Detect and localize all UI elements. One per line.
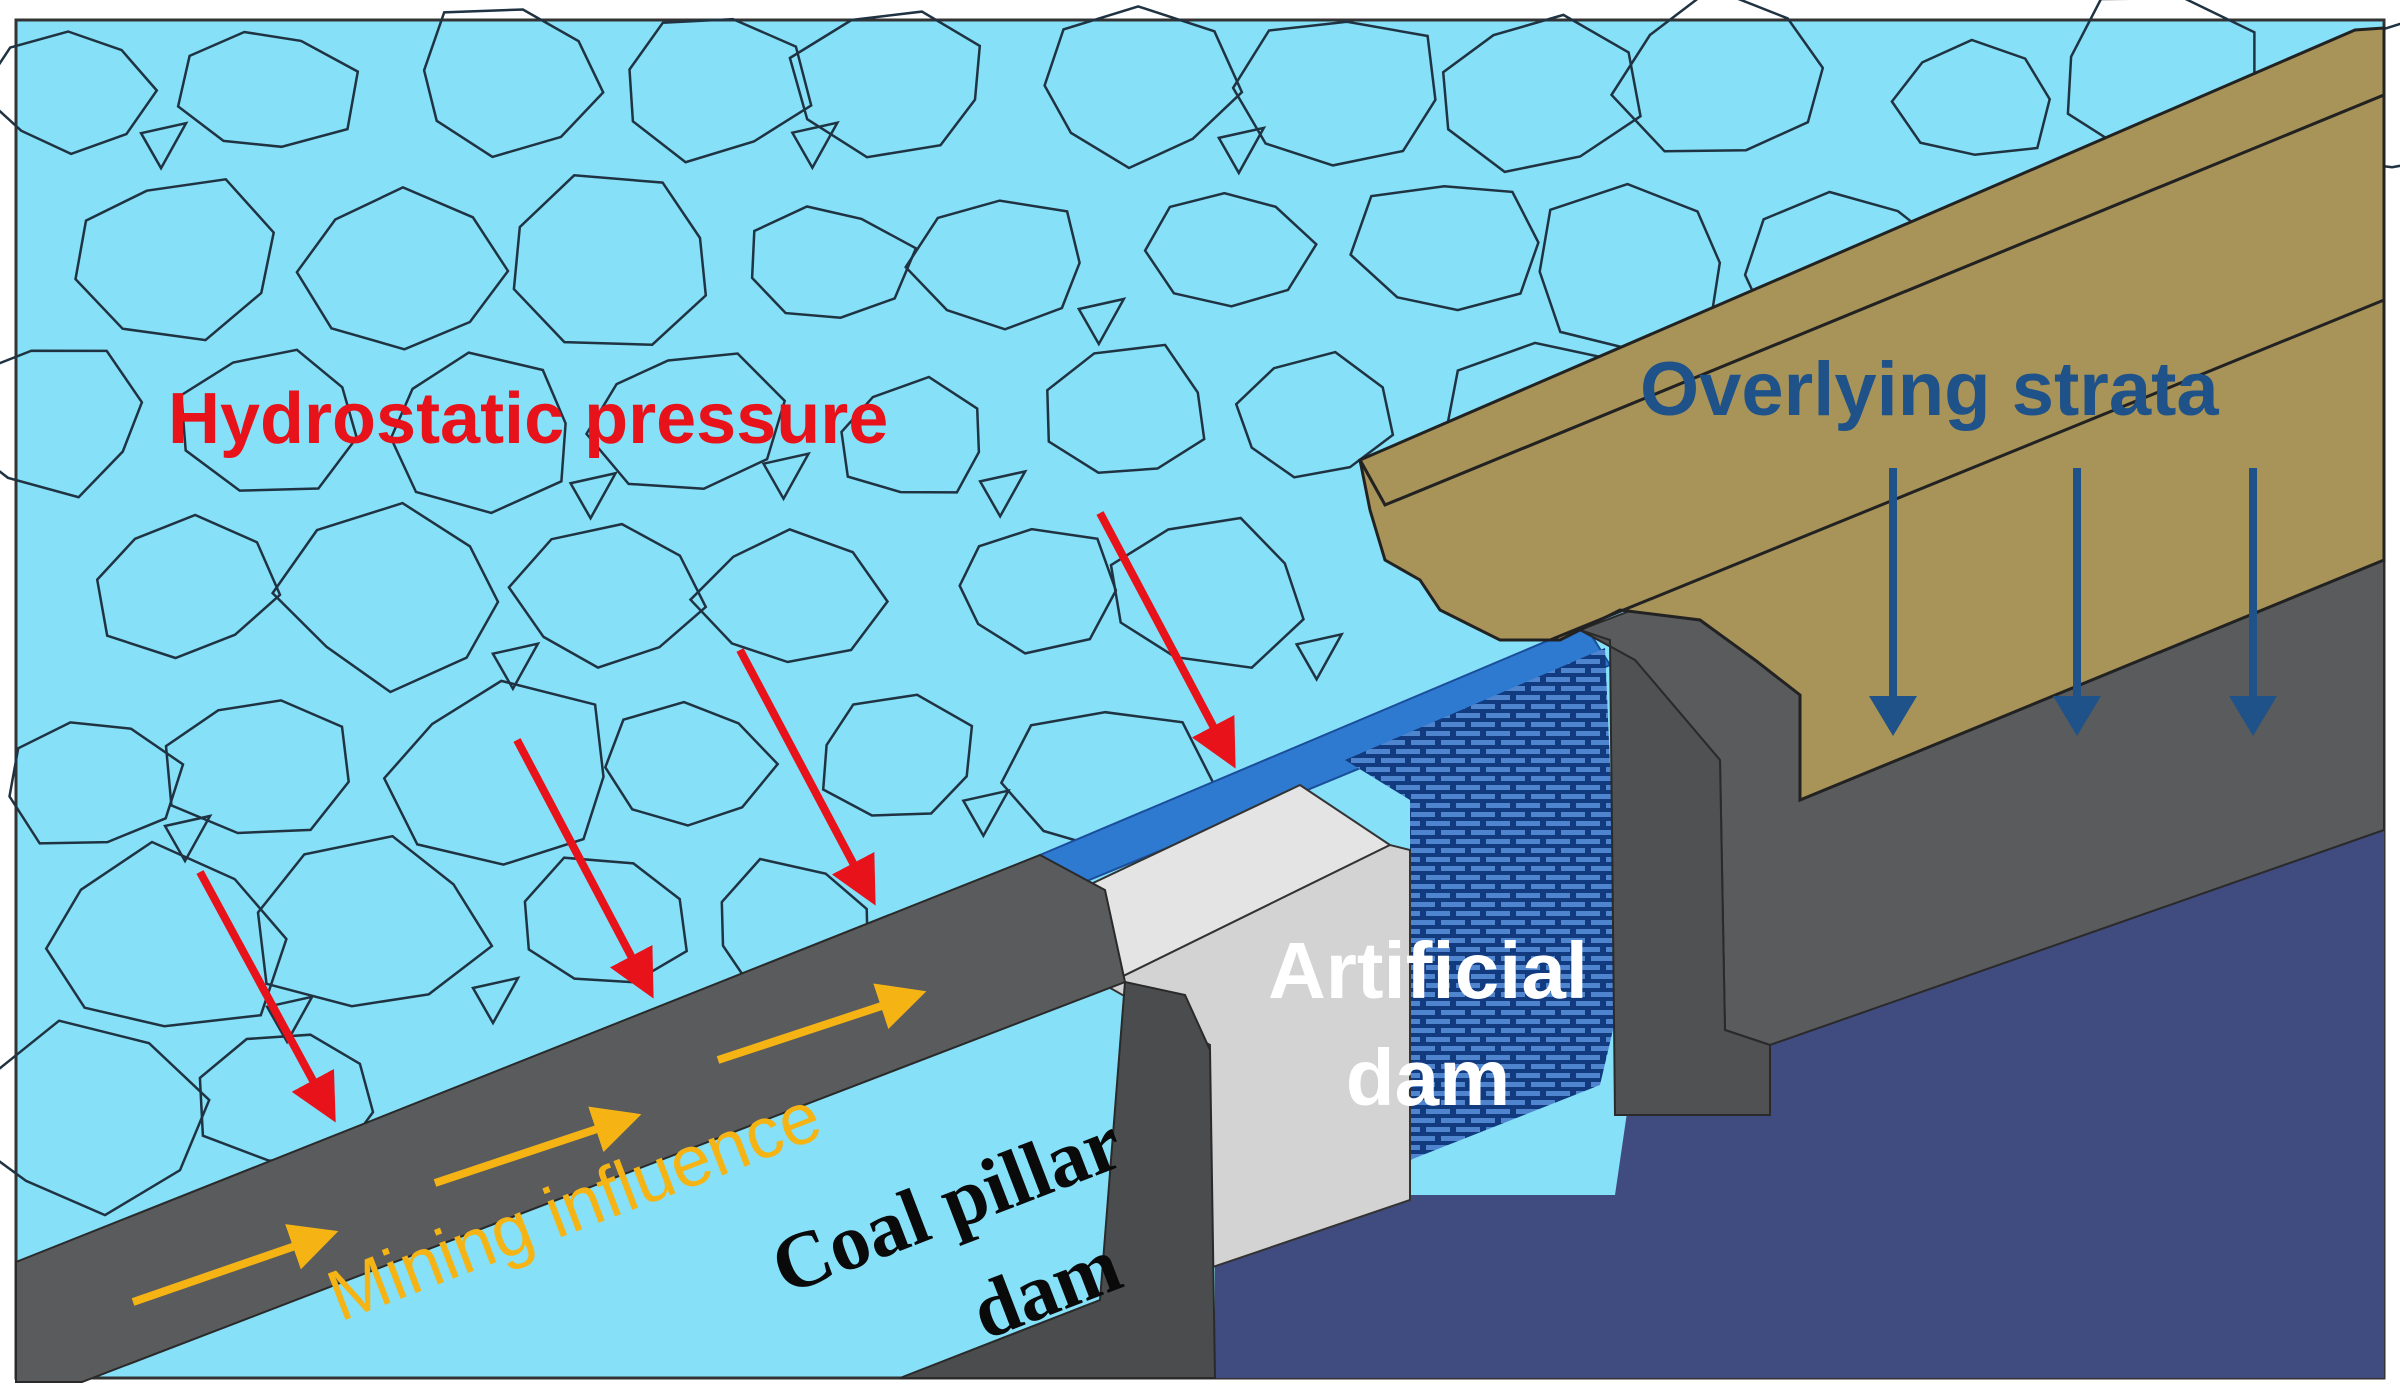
artificial-dam-front (1102, 843, 1411, 1270)
rock-shape (295, 186, 510, 351)
artificial-dam-label-line1: Artificial (1268, 926, 1588, 1015)
overlying-strata-label: Overlying strata (1640, 347, 2219, 432)
strata-bedding-line (1549, 298, 2385, 642)
rock-shape (603, 700, 780, 827)
rock-shape (74, 177, 276, 342)
floor-stratum (1215, 830, 2384, 1378)
rock-shape (1890, 38, 2052, 156)
rock-fragment (978, 469, 1028, 519)
rock-shape (179, 348, 359, 492)
rock-shape (1043, 5, 1244, 170)
rock-fragment (961, 788, 1011, 839)
hydrostatic-arrow (736, 648, 876, 906)
rock-shape (1609, 0, 1825, 153)
rock-fragment (1294, 632, 1345, 682)
rock-fragment (471, 976, 521, 1026)
rock-shape (821, 693, 974, 817)
rock-fragment (139, 121, 189, 171)
rock-shape (0, 349, 144, 499)
rock-shape (512, 174, 708, 347)
rock-shape (176, 30, 360, 149)
rock-shape (750, 205, 918, 319)
rock-shape (0, 30, 159, 156)
rock-shape (688, 528, 890, 664)
rock-fragment (265, 994, 315, 1045)
rock-shape (1538, 182, 1722, 354)
rock-shape (1046, 343, 1206, 474)
hydrostatic-arrow (1096, 511, 1236, 769)
mining-arrow (716, 983, 927, 1064)
hydrostatic-arrow (196, 870, 336, 1123)
mining-arrow (131, 1224, 339, 1306)
rock-shape (904, 199, 1081, 331)
rock-shape (389, 351, 567, 515)
rock-fragment (761, 451, 811, 502)
rock-shape (95, 513, 282, 660)
rock-fragment (1216, 126, 1267, 176)
rock-shape (1441, 13, 1642, 174)
hydrostatic-arrow (513, 738, 654, 999)
rock-shape (788, 10, 982, 159)
overlying-arrows (1869, 468, 2277, 736)
right-coal-front (1579, 629, 1771, 1116)
brick-wall (1345, 648, 1620, 1160)
rock-fragment (163, 814, 213, 864)
rock-shape (840, 375, 981, 494)
rock-shape (1234, 350, 1395, 479)
coal-pillar-front (899, 980, 1217, 1379)
rock-fragment (1076, 297, 1127, 347)
rock-fragment (790, 120, 840, 171)
rock-fragment (568, 471, 618, 521)
rock-texture (0, 0, 2400, 1217)
rock-shape (422, 8, 605, 159)
rock-fragment (490, 641, 541, 692)
artificial-dam-label-line2: dam (1346, 1033, 1511, 1122)
rock-shape (1109, 516, 1305, 670)
mining-arrow (433, 1106, 642, 1187)
rock-shape (164, 699, 351, 835)
rock-shape (0, 1019, 211, 1217)
hydrostatic-pressure-label: Hydrostatic pressure (168, 379, 888, 459)
rock-shape (1143, 191, 1318, 308)
rock-shape (382, 679, 605, 866)
rock-shape (584, 352, 787, 490)
rock-shape (507, 522, 708, 669)
rock-shape (958, 527, 1118, 655)
rock-shape (628, 17, 813, 164)
rock-shape (270, 501, 500, 694)
rock-shape (1231, 20, 1437, 167)
rock-shape (1349, 184, 1540, 312)
rock-shape (256, 834, 494, 1008)
mining-arrows (131, 983, 927, 1306)
hydrostatic-arrows (196, 511, 1236, 1123)
rock-shape (44, 840, 288, 1028)
